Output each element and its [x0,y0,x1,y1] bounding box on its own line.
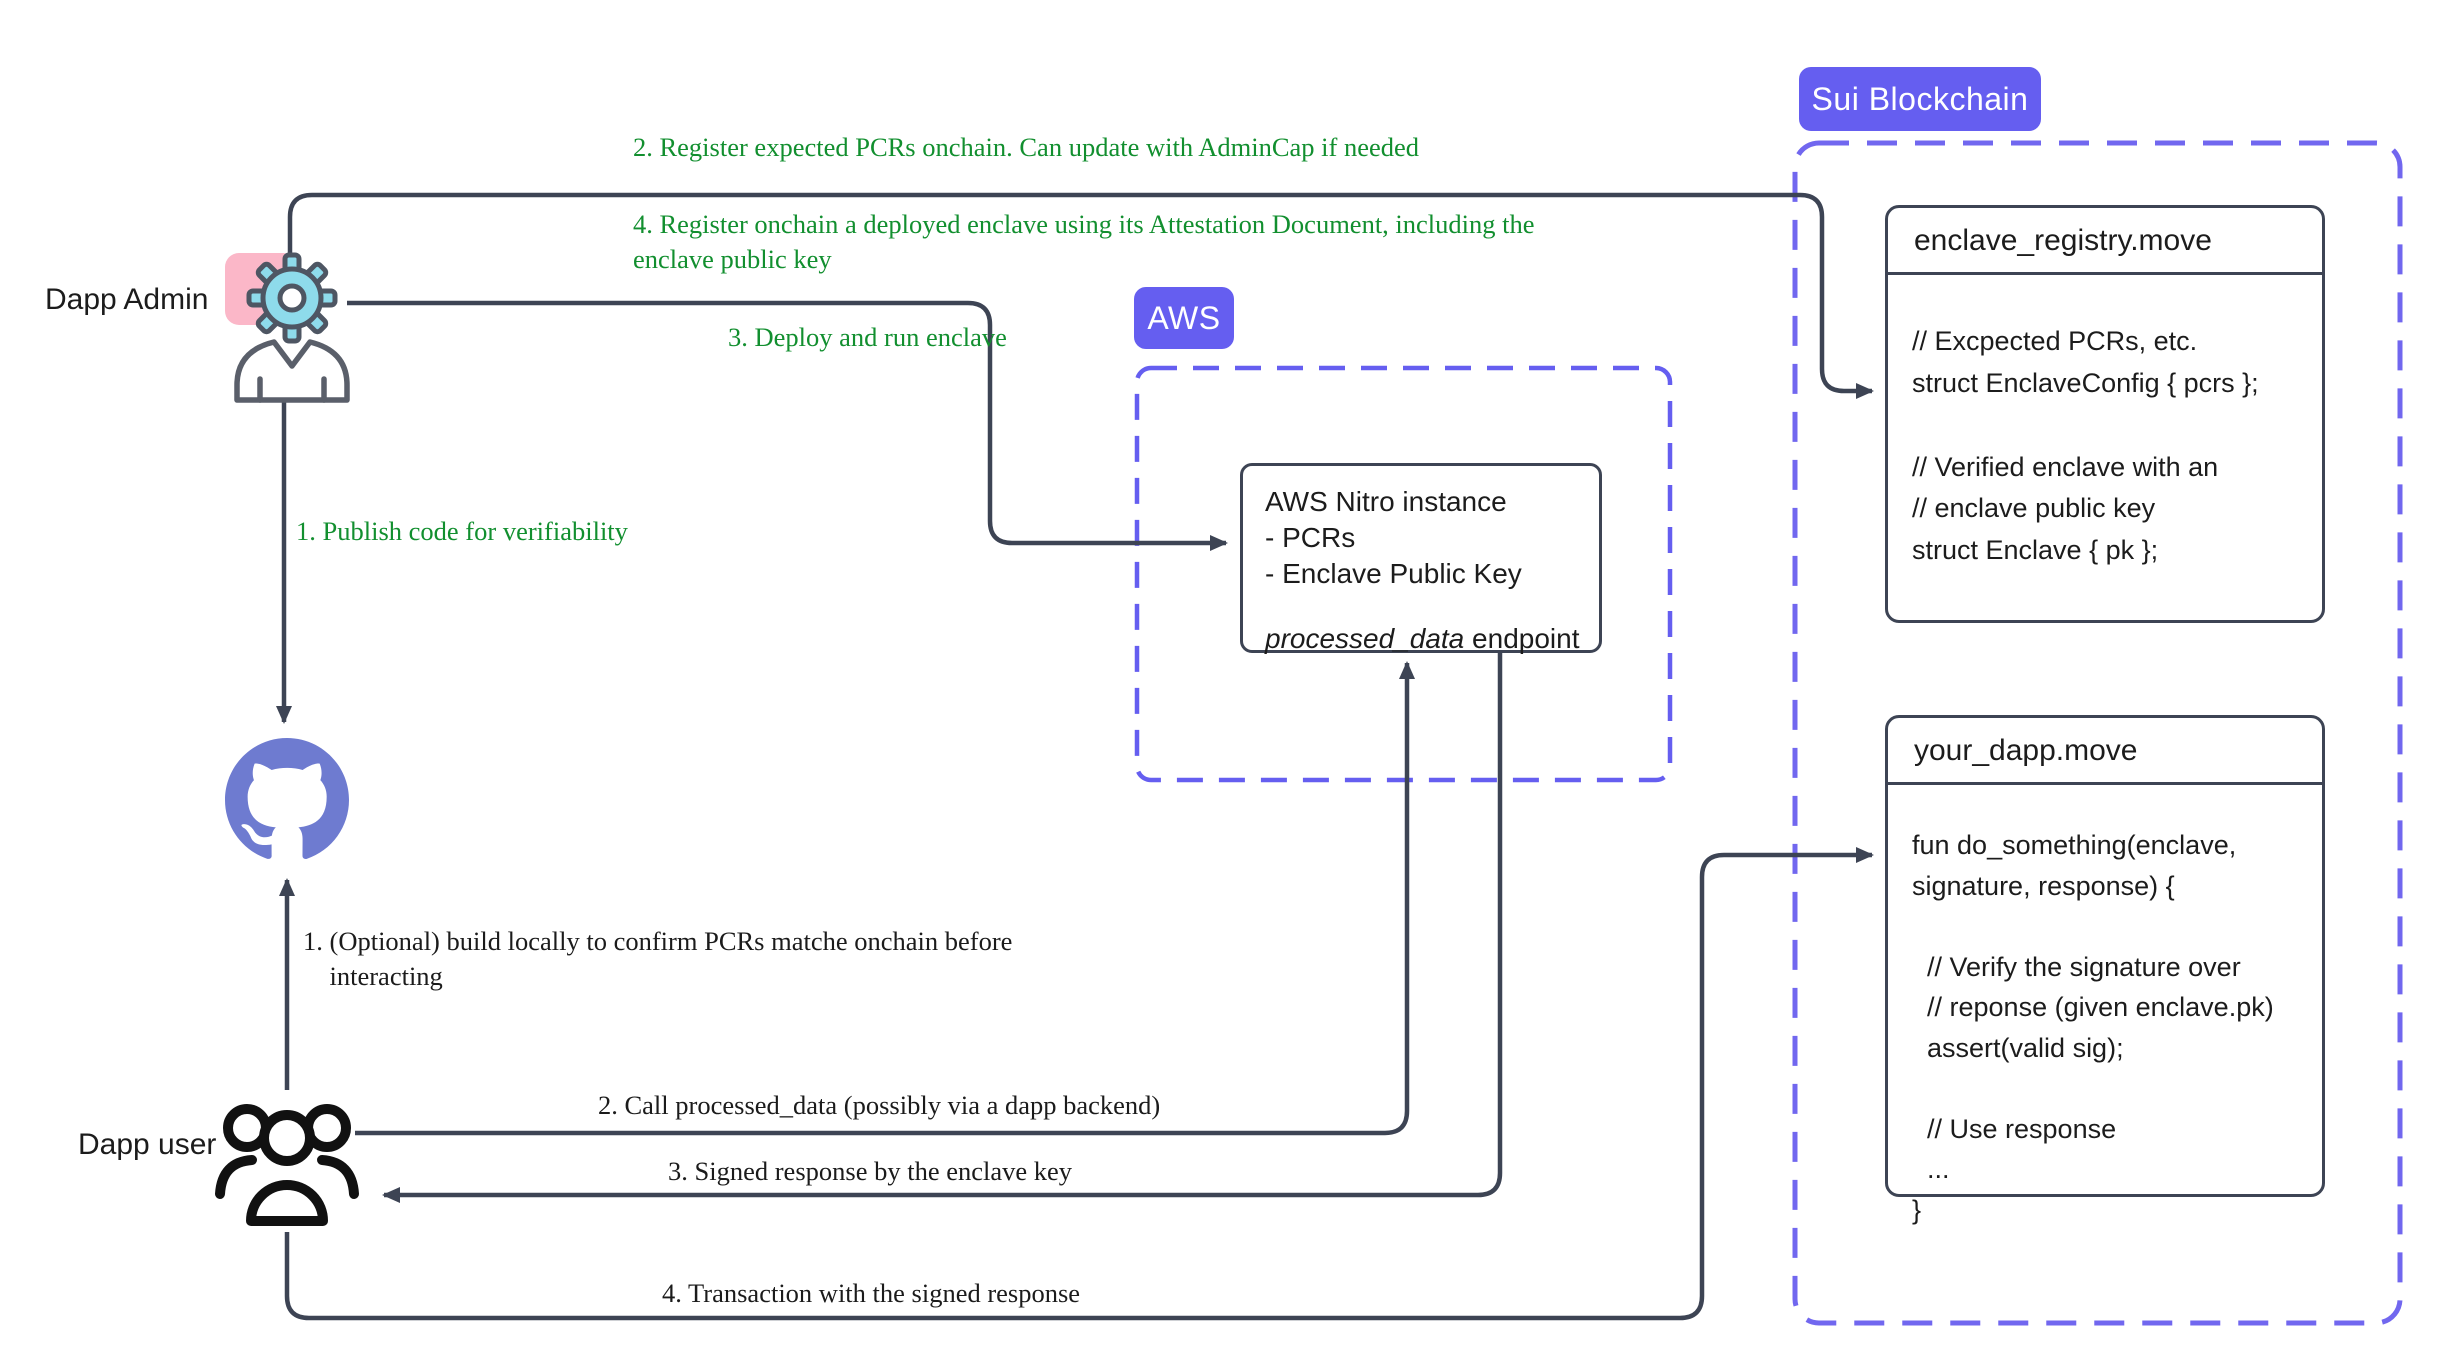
users-group-icon [215,1104,359,1226]
annotation-deploy: 3. Deploy and run enclave [728,322,1007,352]
aws-nitro-endpoint: processed_data endpoint [1265,621,1585,657]
dapp-admin-label: Dapp Admin [45,283,209,316]
annotation-build-locally: 1. (Optional) build locally to confirm P… [303,926,1013,991]
your-dapp-code: fun do_something(enclave, signature, res… [1912,830,2274,1225]
admin-gear-icon [225,252,350,403]
aws-badge: AWS [1134,287,1234,349]
aws-dashed-box [1134,365,1673,783]
sui-blockchain-badge: Sui Blockchain [1799,67,2041,131]
your-dapp-title: your_dapp.move [1888,718,2322,785]
line-deploy-enclave [347,300,1228,551]
line-transaction [284,847,1874,1321]
line-register-onchain [287,192,1874,399]
annotation-transaction: 4. Transaction with the signed response [662,1278,1081,1308]
aws-nitro-title: AWS Nitro instance [1265,486,1507,517]
annotation-register-enclave: 4. Register onchain a deployed enclave u… [633,209,1535,274]
endpoint-label: endpoint [1464,623,1580,655]
line-call-processed-data [355,661,1415,1136]
annotation-call: 2. Call processed_data (possibly via a d… [598,1090,1161,1120]
line-signed-response [382,652,1503,1203]
annotation-publish: 1. Publish code for verifiability [296,516,628,546]
aws-nitro-instance-box: AWS Nitro instance - PCRs - Enclave Publ… [1240,463,1602,654]
gear-icon [246,252,338,344]
aws-nitro-lines: - PCRs - Enclave Public Key [1265,521,1522,589]
sui-dashed-box [1792,140,2403,1326]
annotation-register-pcrs: 2. Register expected PCRs onchain. Can u… [633,132,1420,162]
enclave-registry-title: enclave_registry.move [1888,208,2322,275]
github-icon [225,738,349,862]
person-bust-icon [234,339,350,403]
annotation-signed: 3. Signed response by the enclave key [668,1156,1073,1186]
processed-data-label: processed_data [1265,623,1465,655]
enclave-registry-box: enclave_registry.move // Excpected PCRs,… [1885,205,2325,623]
dapp-user-label: Dapp user [78,1128,217,1161]
your-dapp-box: your_dapp.move fun do_something(enclave,… [1885,715,2325,1225]
enclave-registry-code: // Excpected PCRs, etc. struct EnclaveCo… [1912,326,2259,566]
